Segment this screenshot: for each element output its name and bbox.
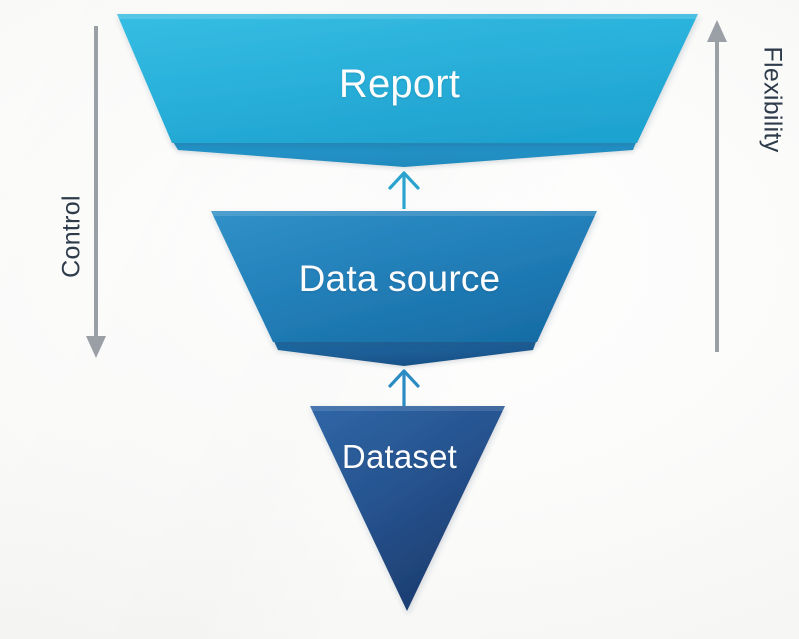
- dataset-top-highlight: [310, 406, 505, 411]
- report-top-highlight: [117, 14, 698, 19]
- control-arrowhead-down: [86, 336, 106, 358]
- funnel-stage-dataset[interactable]: [310, 406, 505, 611]
- flexibility-arrowhead-up: [707, 20, 727, 42]
- axis-flexibility: [707, 20, 727, 352]
- data-source-top-highlight: [211, 211, 597, 216]
- data-source-shape[interactable]: [211, 211, 597, 342]
- funnel-stage-data-source[interactable]: [211, 211, 597, 366]
- axis-control: [86, 26, 106, 358]
- arrow-datasource-to-report: [388, 171, 420, 209]
- dataset-shape[interactable]: [310, 406, 505, 611]
- funnel-stage-report[interactable]: [117, 14, 698, 167]
- report-shape[interactable]: [117, 14, 698, 143]
- data-source-fold-band: [273, 339, 537, 366]
- report-fold-band: [172, 140, 637, 167]
- arrow-dataset-to-datasource: [388, 369, 420, 406]
